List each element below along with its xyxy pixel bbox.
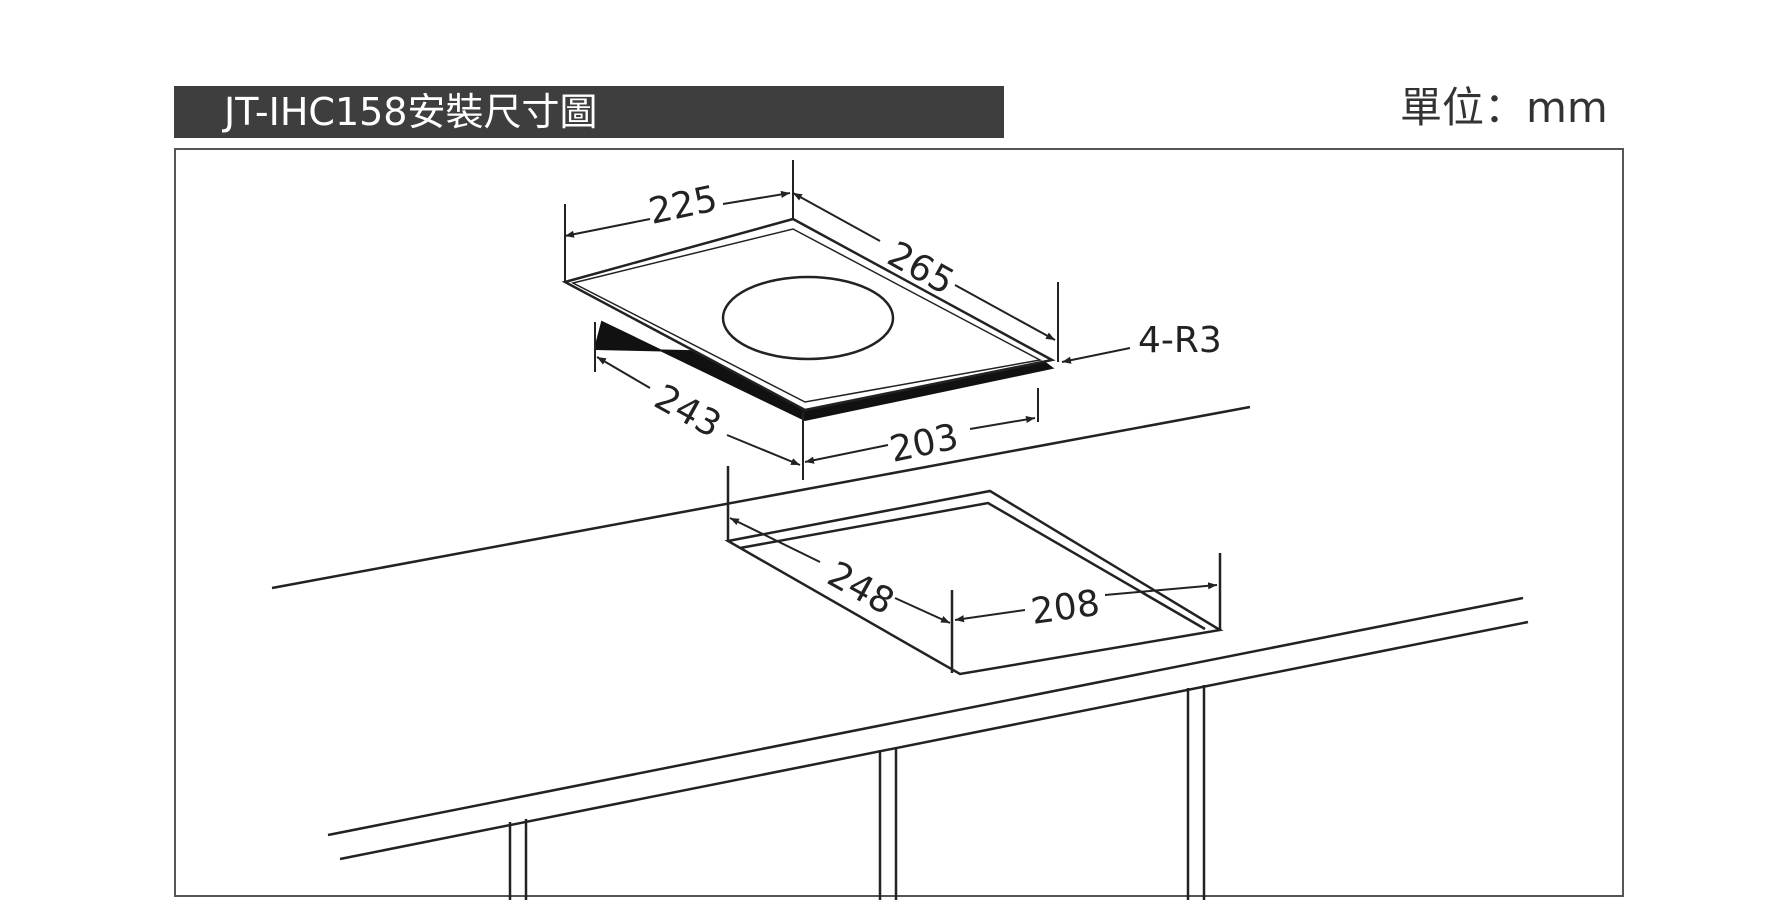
- dim-225: 225: [645, 178, 721, 232]
- dim-248: 248: [821, 554, 901, 623]
- title-bar: JT-IHC158安裝尺寸圖: [174, 86, 1004, 138]
- cooktop: [561, 160, 1059, 480]
- dim-4-r3: 4-R3: [1138, 320, 1222, 361]
- dim-208: 208: [1029, 583, 1103, 633]
- unit-label: 單位：mm: [1400, 83, 1608, 132]
- dim-243: 243: [648, 377, 728, 446]
- countertop: [271, 405, 1529, 900]
- dimension-lines: [564, 190, 1218, 624]
- diagram-title: JT-IHC158安裝尺寸圖: [224, 90, 598, 134]
- cooking-zone-circle: [721, 275, 895, 361]
- cutout-outline: [724, 466, 1224, 676]
- drawing-frame: [174, 148, 1624, 897]
